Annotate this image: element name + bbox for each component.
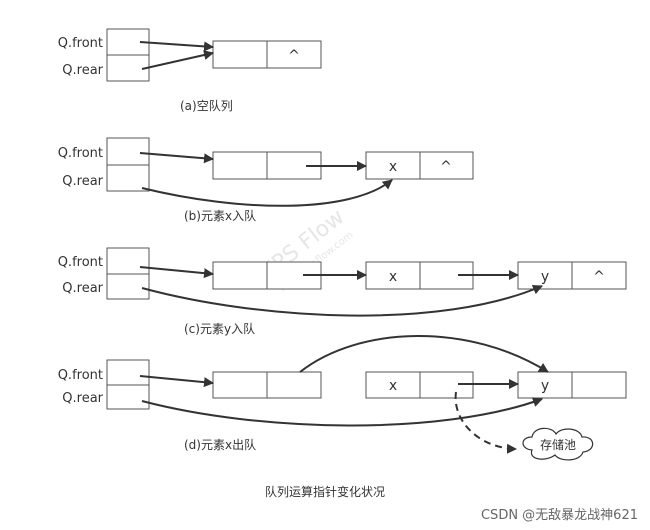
panel-b-enqueue-x: Q.front Q.rear x ^ (b)元素x入队 — [58, 137, 474, 223]
panel-c-enqueue-y: Q.front Q.rear x y ^ (c)元素y入队 — [58, 247, 627, 336]
rear-pointer-cell-c — [106, 273, 150, 300]
node-x-value-d: x — [389, 378, 397, 394]
null-symbol-a: ^ — [288, 48, 300, 64]
node-x-next-c — [419, 261, 474, 290]
front-label-d: Q.front — [58, 368, 103, 383]
node-x-next-b — [419, 151, 474, 180]
head-node-data-d — [212, 371, 268, 399]
front-pointer-cell-b — [106, 137, 150, 166]
panel-d-dequeue-x: Q.front Q.rear x y 存储池 (d)元素x出队 — [58, 335, 627, 461]
front-arrow-a — [139, 41, 214, 52]
node-y-value-c: y — [541, 269, 549, 285]
caption-c: (c)元素y入队 — [184, 321, 255, 336]
rear-label-b: Q.rear — [62, 174, 103, 189]
caption-b: (b)元素x入队 — [184, 208, 256, 223]
storage-pool-label: 存储池 — [540, 437, 576, 452]
node-x-data-b — [365, 151, 421, 180]
link-arrow-head-to-y-d — [299, 335, 549, 373]
rear-pointer-cell-d — [106, 384, 150, 410]
front-arrow-b — [139, 152, 214, 164]
rear-label-c: Q.rear — [62, 281, 103, 296]
caption-d: (d)元素x出队 — [184, 437, 256, 452]
head-node-data-c — [212, 261, 268, 290]
node-y-next-c — [571, 261, 627, 290]
node-y-value-d: y — [541, 378, 549, 394]
head-node-next-d — [266, 371, 322, 399]
caption-a: (a)空队列 — [180, 98, 233, 113]
node-y-next-d — [571, 371, 627, 399]
front-pointer-cell-d — [106, 359, 150, 386]
front-label-a: Q.front — [58, 36, 103, 51]
front-label-c: Q.front — [58, 255, 103, 270]
rear-arrow-d — [141, 397, 543, 427]
source-credit: CSDN @无敌暴龙战神621 — [481, 508, 638, 523]
rear-arrow-b — [141, 179, 393, 207]
head-node-next-a — [266, 40, 322, 69]
rear-label-d: Q.rear — [62, 391, 103, 406]
head-node-data-a — [212, 40, 268, 69]
front-arrow-d — [139, 375, 214, 388]
null-symbol-b: ^ — [440, 159, 452, 175]
rear-label-a: Q.rear — [62, 63, 103, 78]
null-symbol-c: ^ — [593, 269, 605, 285]
storage-pool-cloud: 存储池 — [522, 427, 594, 461]
release-to-pool-arrow — [454, 391, 517, 454]
rear-arrow-a — [141, 50, 214, 70]
rear-pointer-cell-b — [106, 164, 150, 192]
node-x-value-c: x — [389, 269, 397, 285]
node-x-value-b: x — [389, 159, 397, 175]
rear-arrow-c — [141, 284, 543, 317]
front-arrow-c — [139, 266, 214, 279]
front-label-b: Q.front — [58, 146, 103, 161]
front-pointer-cell-c — [106, 247, 150, 275]
panel-a-empty-queue: Q.front Q.rear ^ (a)空队列 — [58, 28, 322, 113]
diagram-caption: 队列运算指针变化状况 — [265, 484, 385, 499]
head-node-data-b — [212, 151, 268, 180]
